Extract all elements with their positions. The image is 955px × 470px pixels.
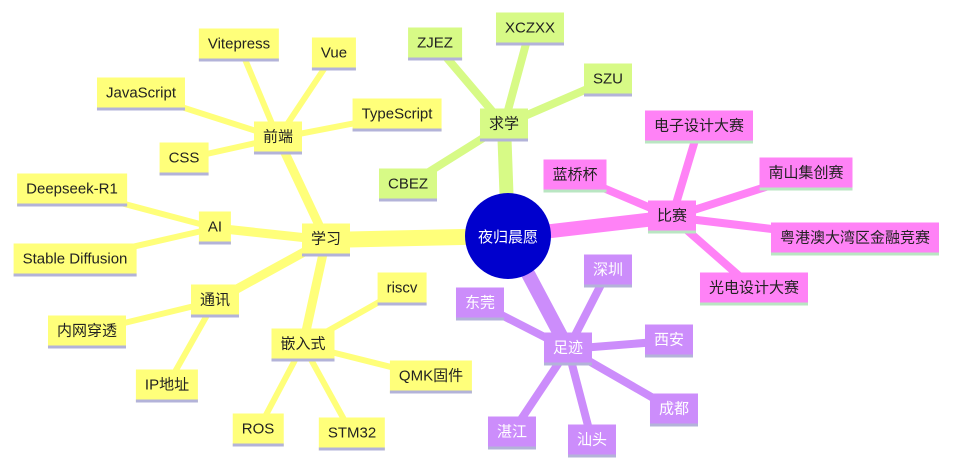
topic-comm[interactable]: 通讯 [190,284,240,318]
branch-footprint[interactable]: 足迹 [543,332,593,366]
leaf-zjez[interactable]: ZJEZ [408,27,462,61]
leaf-intranet-penetration[interactable]: 内网穿透 [47,315,127,349]
leaf-szu[interactable]: SZU [584,63,632,97]
leaf-stm32[interactable]: STM32 [318,417,386,451]
leaf-gba-finance[interactable]: 粤港澳大湾区金融竞赛 [770,222,940,256]
root-node[interactable]: 夜归晨愿 [465,193,551,279]
leaf-chengdu[interactable]: 成都 [649,393,699,427]
leaf-riscv[interactable]: riscv [377,272,427,306]
leaf-dongguan[interactable]: 东莞 [455,287,505,321]
leaf-stable-diffusion[interactable]: Stable Diffusion [13,243,137,277]
leaf-electronic-design[interactable]: 电子设计大赛 [644,110,754,144]
leaf-nanshan[interactable]: 南山集创赛 [759,157,853,191]
leaf-ros[interactable]: ROS [232,413,284,447]
topic-embedded[interactable]: 嵌入式 [271,328,335,362]
topic-frontend[interactable]: 前端 [253,121,303,155]
branch-competition[interactable]: 比赛 [647,200,697,234]
leaf-optoelectronic[interactable]: 光电设计大赛 [699,272,809,306]
leaf-xczxx[interactable]: XCZXX [495,12,565,46]
leaf-xian[interactable]: 西安 [644,324,694,358]
topic-ai[interactable]: AI [198,211,232,245]
leaf-typescript[interactable]: TypeScript [352,98,442,132]
leaf-vue[interactable]: Vue [311,37,357,71]
leaf-shantou[interactable]: 汕头 [567,424,617,458]
leaf-lanqiao[interactable]: 蓝桥杯 [543,159,607,193]
leaf-deepseek[interactable]: Deepseek-R1 [17,173,127,207]
branch-study[interactable]: 学习 [301,223,351,257]
leaf-cbez[interactable]: CBEZ [378,168,438,202]
leaf-css[interactable]: CSS [159,142,209,176]
edge-study-frontend [273,133,331,245]
leaf-qmk[interactable]: QMK固件 [389,360,473,394]
leaf-shenzhen[interactable]: 深圳 [583,254,633,288]
branch-school[interactable]: 求学 [479,108,529,142]
leaf-vitepress[interactable]: Vitepress [198,28,280,62]
leaf-ip-address[interactable]: IP地址 [135,369,199,403]
leaf-javascript[interactable]: JavaScript [96,77,186,111]
edge-study-embedded [298,235,331,350]
leaf-zhanjiang[interactable]: 湛江 [487,416,537,450]
